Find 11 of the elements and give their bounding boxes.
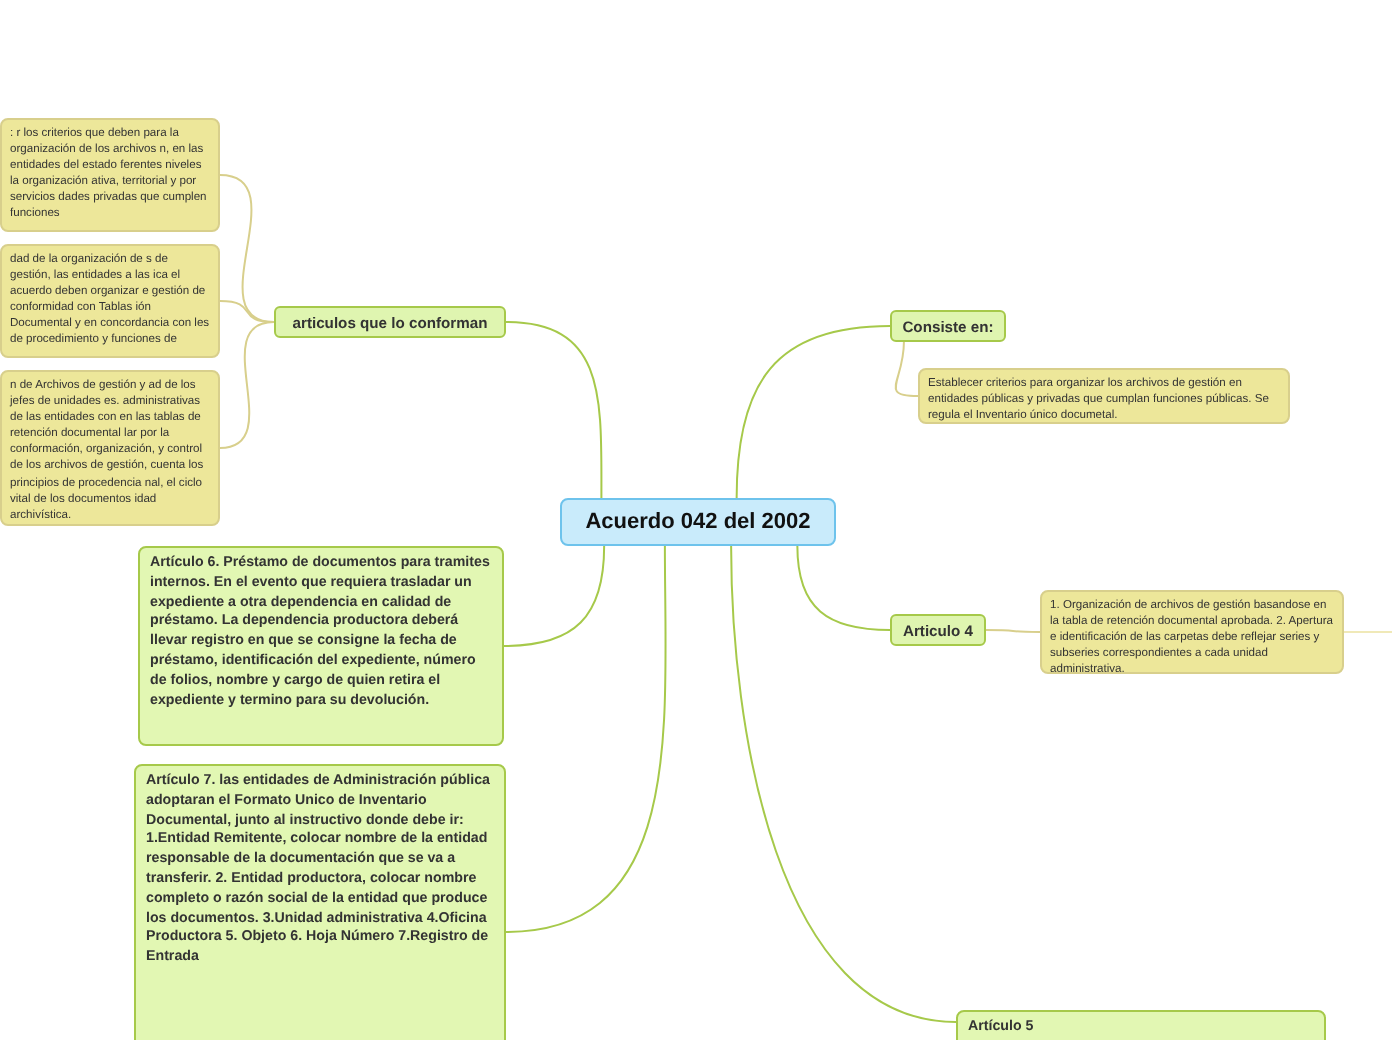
connector-line (1343, 631, 1392, 633)
connector-line (796, 545, 891, 631)
central-topic: Acuerdo 042 del 2002 (560, 498, 836, 546)
connector-line (985, 629, 1041, 633)
connector-line (735, 325, 891, 499)
connector-line (503, 545, 606, 647)
connector-line (894, 341, 919, 397)
connector-line (505, 545, 667, 933)
connector-line (730, 545, 957, 1023)
connector-line (219, 321, 275, 449)
connector-line (505, 321, 603, 499)
